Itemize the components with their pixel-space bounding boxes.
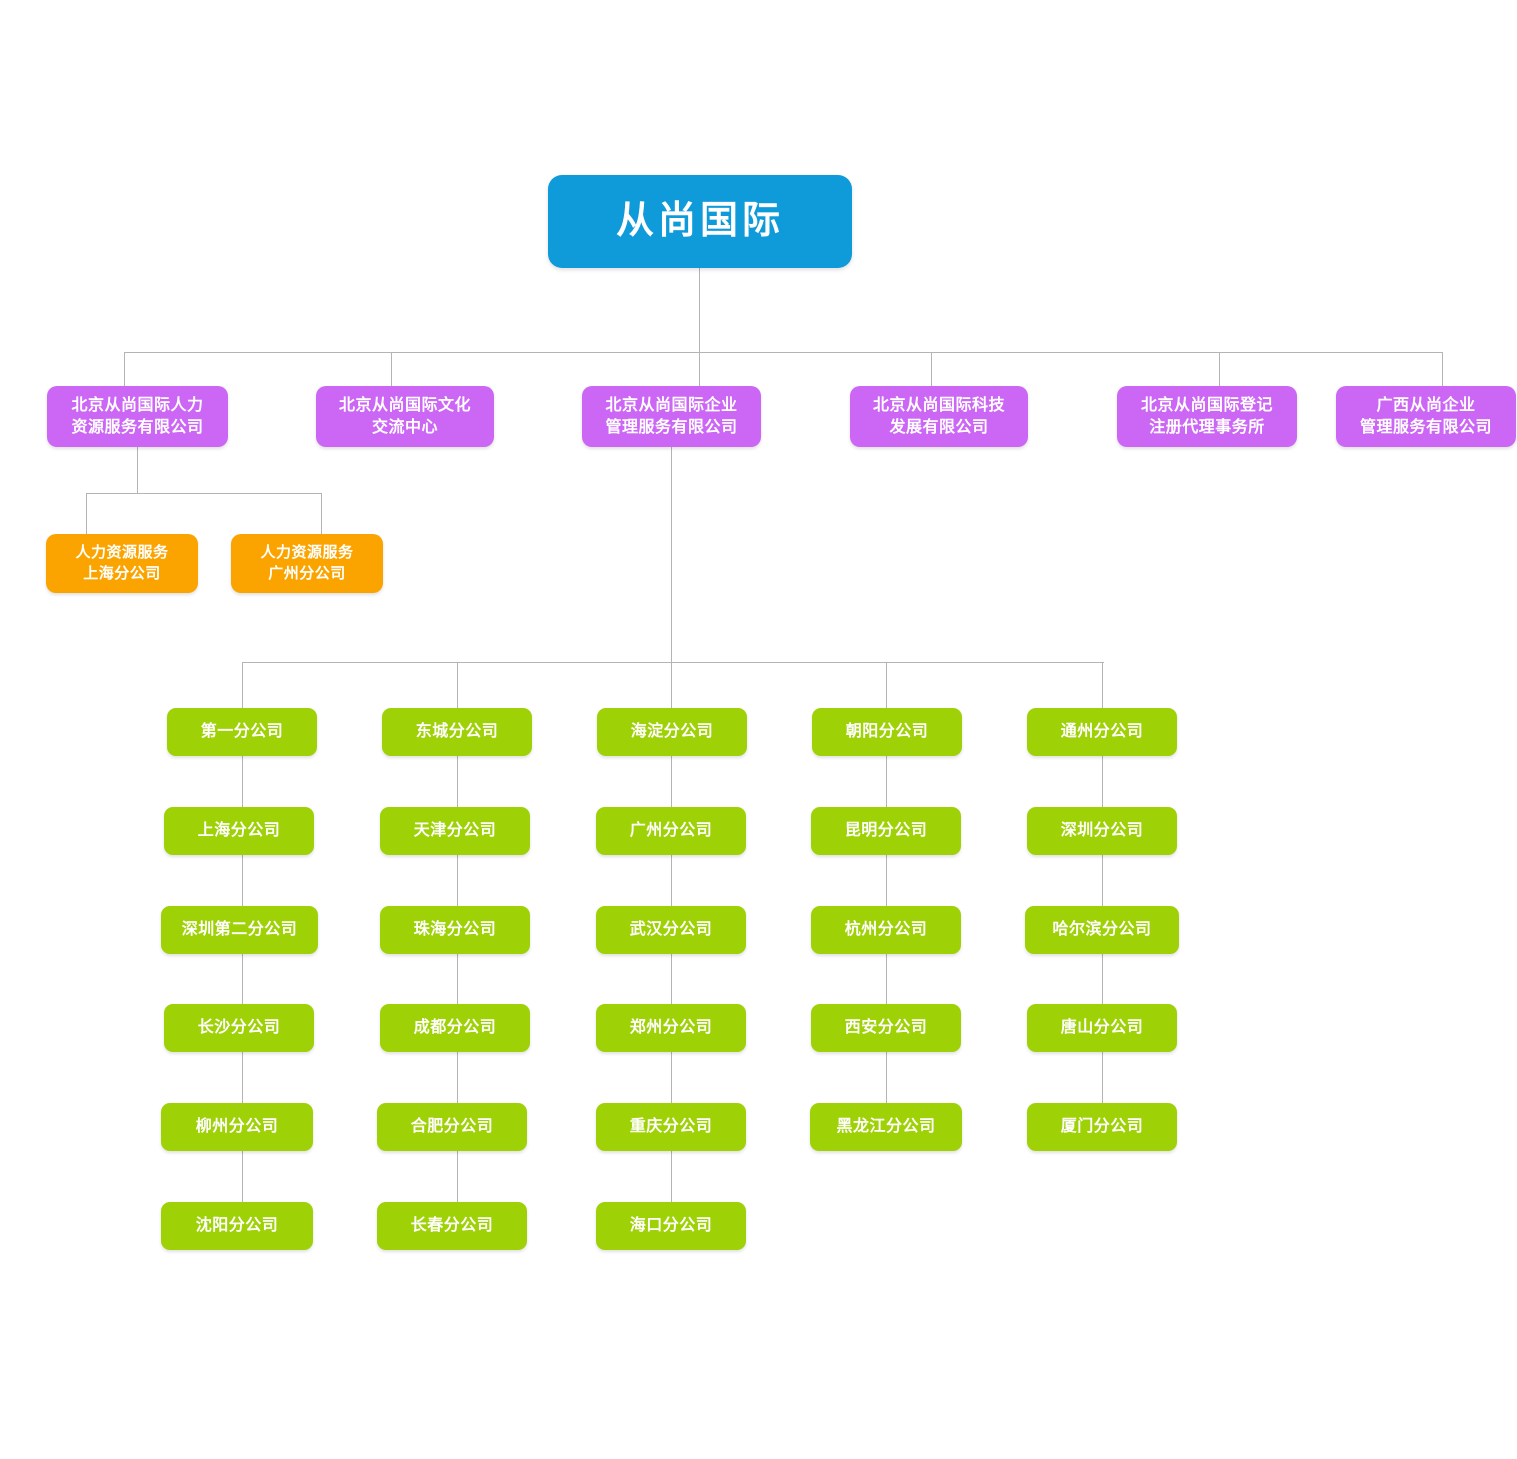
branch-node-c1-r3[interactable]: 深圳第二分公司: [161, 906, 318, 954]
branch-node-c5-r5[interactable]: 厦门分公司: [1027, 1103, 1177, 1151]
branch-node-c4-r3[interactable]: 杭州分公司: [811, 906, 961, 954]
connector-column-spine-4: [886, 662, 887, 1122]
connector-drop-division-5: [1219, 352, 1220, 386]
branch-node-c1-r5[interactable]: 柳州分公司: [161, 1103, 313, 1151]
connector-drop-division-4: [931, 352, 932, 386]
branch-node-c2-r4[interactable]: 成都分公司: [380, 1004, 530, 1052]
connector-drop-division-3: [699, 352, 700, 386]
connector-drop-division-2: [391, 352, 392, 386]
division-node-guangxi-management[interactable]: 广西从尚企业 管理服务有限公司: [1336, 386, 1516, 447]
branch-node-c2-r1[interactable]: 东城分公司: [382, 708, 532, 756]
root-node-congshang-international[interactable]: 从尚国际: [548, 175, 852, 268]
branch-node-c3-r3[interactable]: 武汉分公司: [596, 906, 746, 954]
branch-node-c5-r1[interactable]: 通州分公司: [1027, 708, 1177, 756]
branch-node-c2-r2[interactable]: 天津分公司: [380, 807, 530, 855]
branch-node-c2-r6[interactable]: 长春分公司: [377, 1202, 527, 1250]
division-node-hr-service[interactable]: 北京从尚国际人力 资源服务有限公司: [47, 386, 228, 447]
branch-node-c1-r6[interactable]: 沈阳分公司: [161, 1202, 313, 1250]
branch-node-c3-r5[interactable]: 重庆分公司: [596, 1103, 746, 1151]
connector-drop-hr-branch-1: [86, 493, 87, 534]
connector-enterprise-bus: [242, 662, 1104, 663]
branch-node-c1-r4[interactable]: 长沙分公司: [164, 1004, 314, 1052]
hr-branch-node-guangzhou[interactable]: 人力资源服务 广州分公司: [231, 534, 383, 593]
connector-drop-division-6: [1442, 352, 1443, 386]
branch-node-c1-r1[interactable]: 第一分公司: [167, 708, 317, 756]
branch-node-c2-r3[interactable]: 珠海分公司: [380, 906, 530, 954]
branch-node-c5-r3[interactable]: 哈尔滨分公司: [1025, 906, 1179, 954]
branch-node-c2-r5[interactable]: 合肥分公司: [377, 1103, 527, 1151]
hr-branch-node-shanghai[interactable]: 人力资源服务 上海分公司: [46, 534, 198, 593]
branch-node-c4-r1[interactable]: 朝阳分公司: [812, 708, 962, 756]
connector-hr-stem: [137, 447, 138, 493]
branch-node-c4-r4[interactable]: 西安分公司: [811, 1004, 961, 1052]
connector-division-bus: [124, 352, 1442, 353]
branch-node-c5-r2[interactable]: 深圳分公司: [1027, 807, 1177, 855]
connector-hr-bus: [86, 493, 322, 494]
branch-node-c3-r4[interactable]: 郑州分公司: [596, 1004, 746, 1052]
branch-node-c5-r4[interactable]: 唐山分公司: [1027, 1004, 1177, 1052]
branch-node-c3-r1[interactable]: 海淀分公司: [597, 708, 747, 756]
connector-drop-hr-branch-2: [321, 493, 322, 534]
connector-drop-division-1: [124, 352, 125, 386]
branch-node-c4-r2[interactable]: 昆明分公司: [811, 807, 961, 855]
branch-node-c3-r6[interactable]: 海口分公司: [596, 1202, 746, 1250]
branch-node-c1-r2[interactable]: 上海分公司: [164, 807, 314, 855]
connector-column-spine-5: [1102, 662, 1103, 1122]
branch-node-c3-r2[interactable]: 广州分公司: [596, 807, 746, 855]
connector-enterprise-stem: [671, 447, 672, 662]
branch-node-c4-r5[interactable]: 黑龙江分公司: [810, 1103, 962, 1151]
division-node-culture-exchange[interactable]: 北京从尚国际文化 交流中心: [316, 386, 494, 447]
division-node-registration-agency[interactable]: 北京从尚国际登记 注册代理事务所: [1117, 386, 1297, 447]
connector-root-stem: [699, 268, 700, 353]
division-node-technology-development[interactable]: 北京从尚国际科技 发展有限公司: [850, 386, 1028, 447]
division-node-enterprise-management[interactable]: 北京从尚国际企业 管理服务有限公司: [582, 386, 761, 447]
